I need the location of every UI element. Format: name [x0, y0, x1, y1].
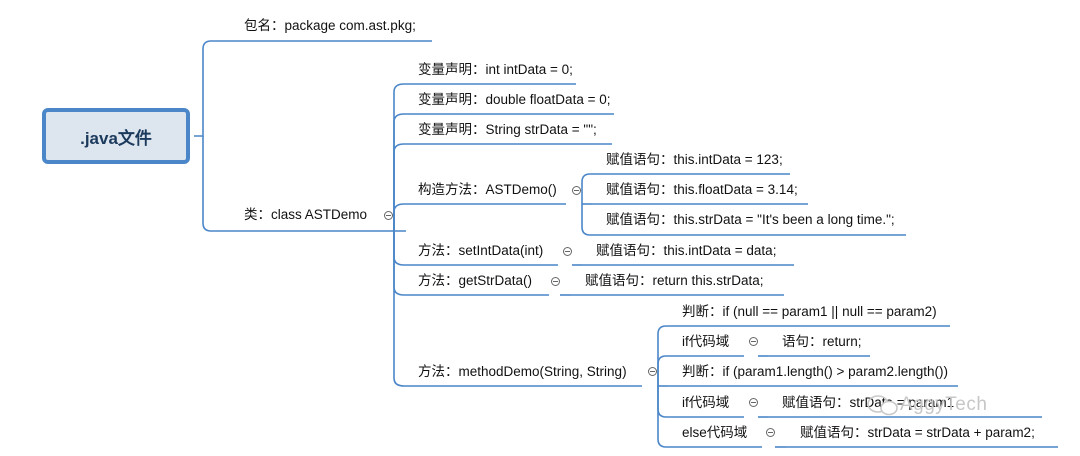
ctor-stmt-1[interactable]: 赋值语句：this.intData = 123;: [606, 152, 783, 167]
constructor-node[interactable]: 构造方法：ASTDemo(): [418, 182, 557, 197]
wechat-watermark-icon: [867, 395, 898, 416]
edge-root-package: [194, 40, 230, 137]
collapse-toggle-icon[interactable]: [551, 277, 560, 286]
get-method-stmt[interactable]: 赋值语句：return this.strData;: [585, 273, 764, 288]
var-strdata-node[interactable]: 变量声明：String strData = "";: [418, 122, 597, 137]
edge-root-class: [202, 136, 230, 232]
root-label: .java文件: [80, 128, 152, 148]
edge-demo-child: [657, 355, 668, 386]
collapse-toggle-icon[interactable]: [766, 428, 775, 437]
collapse-toggle-icon[interactable]: [749, 398, 758, 407]
if-block-1-stmt[interactable]: 语句：return;: [782, 334, 862, 349]
collapse-toggle-icon[interactable]: [648, 367, 657, 376]
edge-demo-child: [657, 325, 668, 386]
package-node[interactable]: 包名：package com.ast.pkg;: [244, 18, 416, 33]
edge-class-member: [393, 143, 405, 231]
ctor-stmt-3[interactable]: 赋值语句：this.strData = "It's been a long ti…: [606, 212, 895, 227]
else-block-stmt[interactable]: 赋值语句：strData = strData + param2;: [800, 425, 1035, 440]
edge-class-member: [393, 203, 405, 231]
edge-demo-child: [657, 386, 668, 418]
judge-1-node[interactable]: 判断：if (null == param1 || null == param2): [682, 304, 937, 319]
judge-2-node[interactable]: 判断：if (param1.length() > param2.length()…: [682, 364, 948, 379]
collapse-toggle-icon[interactable]: [563, 247, 572, 256]
edge-ctor-stmt: [581, 173, 592, 204]
root-node[interactable]: .java文件: [42, 108, 190, 164]
set-method-node[interactable]: 方法：setIntData(int): [418, 243, 544, 258]
var-floatdata-node[interactable]: 变量声明：double floatData = 0;: [418, 92, 611, 107]
get-method-node[interactable]: 方法：getStrData(): [418, 273, 533, 288]
edge-ctor-stmt: [581, 204, 592, 236]
set-method-stmt[interactable]: 赋值语句：this.intData = data;: [596, 243, 777, 258]
edge-class-member: [393, 231, 405, 266]
collapse-toggle-icon[interactable]: [749, 337, 758, 346]
edge-class-member: [393, 113, 405, 231]
class-node[interactable]: 类：class ASTDemo: [244, 207, 368, 222]
edge-class-member: [393, 83, 405, 231]
watermark-text: AggyTech: [900, 394, 988, 415]
collapse-toggle-icon[interactable]: [572, 186, 581, 195]
var-intdata-node[interactable]: 变量声明：int intData = 0;: [418, 62, 573, 77]
edge-demo-child: [657, 386, 668, 448]
if-block-2-node[interactable]: if代码域: [682, 395, 730, 410]
method-demo-node[interactable]: 方法：methodDemo(String, String): [418, 364, 627, 379]
collapse-toggle-icon[interactable]: [384, 211, 393, 220]
edge-class-member: [393, 231, 405, 387]
ctor-stmt-2[interactable]: 赋值语句：this.floatData = 3.14;: [606, 182, 798, 197]
if-block-1-node[interactable]: if代码域: [682, 334, 730, 349]
else-block-node[interactable]: else代码域: [682, 425, 748, 440]
